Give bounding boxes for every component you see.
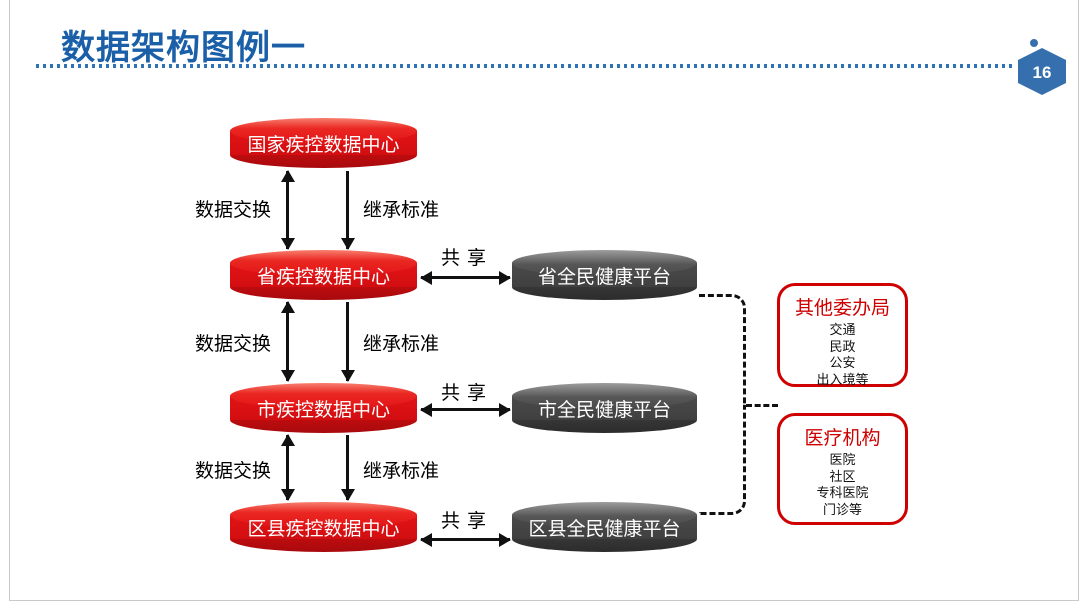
share-label: 共享	[441, 383, 494, 404]
cylinder-platform-province: 省全民健康平台	[512, 250, 697, 300]
cylinder-label: 国家疾控数据中心	[247, 135, 400, 156]
share-arrow	[420, 532, 511, 547]
title-divider-dotted-line	[36, 64, 1014, 68]
side-box-item: 民政	[829, 338, 856, 354]
cylinder-label: 市疾控数据中心	[256, 400, 390, 421]
cylinder-cdc-city: 市疾控数据中心	[230, 383, 417, 433]
share-label: 共享	[441, 248, 494, 269]
exchange-arrow	[280, 301, 295, 382]
cylinder-label: 区县疾控数据中心	[247, 519, 400, 540]
exchange-arrow	[280, 434, 295, 501]
side-box-item: 门诊等	[822, 501, 862, 517]
cylinder-label: 省疾控数据中心	[256, 267, 390, 288]
side-box-title: 其他委办局	[794, 298, 890, 319]
slide-bottom-edge	[9, 600, 1079, 601]
side-box-item: 社区	[829, 468, 856, 484]
dashed-connector-pointer	[746, 404, 778, 407]
side-box-title: 医疗机构	[804, 428, 881, 449]
side-box-other-bureaus: 其他委办局 交通 民政 公安 出入境等	[777, 283, 908, 387]
cylinder-label: 市全民健康平台	[537, 400, 671, 421]
inherit-arrow	[340, 171, 355, 250]
cylinder-cdc-province: 省疾控数据中心	[230, 250, 417, 300]
page-title: 数据架构图例一	[61, 29, 306, 67]
side-box-item: 专科医院	[816, 485, 869, 500]
inherit-label: 继承标准	[363, 461, 440, 482]
side-box-item: 交通	[829, 322, 856, 337]
exchange-label: 数据交换	[195, 461, 272, 482]
cylinder-cdc-district: 区县疾控数据中心	[230, 502, 417, 552]
ring-icon	[1027, 36, 1041, 50]
page-number-badge: 16	[1014, 34, 1074, 98]
cylinder-platform-city: 市全民健康平台	[512, 383, 697, 433]
cylinder-platform-district: 区县全民健康平台	[512, 502, 697, 552]
share-arrow	[420, 270, 511, 285]
hexagon-icon	[1018, 48, 1066, 95]
exchange-label: 数据交换	[195, 334, 272, 355]
dashed-connector-upper	[699, 294, 746, 408]
inherit-arrow	[340, 435, 355, 501]
exchange-label: 数据交换	[195, 200, 272, 221]
side-box-item: 出入境等	[816, 371, 869, 387]
cylinder-label: 省全民健康平台	[537, 267, 671, 288]
side-box-medical: 医疗机构 医院 社区 专科医院 门诊等	[777, 413, 908, 525]
share-arrow	[420, 402, 511, 417]
dashed-connector-lower	[699, 405, 746, 515]
slide-left-edge	[9, 0, 10, 601]
page-number: 16	[1033, 63, 1052, 82]
slide-right-edge	[1078, 0, 1079, 601]
side-box-item: 医院	[829, 452, 856, 467]
inherit-label: 继承标准	[363, 200, 440, 221]
inherit-label: 继承标准	[363, 334, 440, 355]
side-box-item: 公安	[829, 355, 856, 370]
share-label: 共享	[441, 511, 494, 532]
cylinder-label: 区县全民健康平台	[528, 519, 681, 540]
cylinder-national-cdc: 国家疾控数据中心	[230, 118, 417, 168]
inherit-arrow	[340, 302, 355, 382]
hexagon-badge-graphic: 16	[1018, 36, 1066, 95]
exchange-arrow	[280, 170, 295, 250]
